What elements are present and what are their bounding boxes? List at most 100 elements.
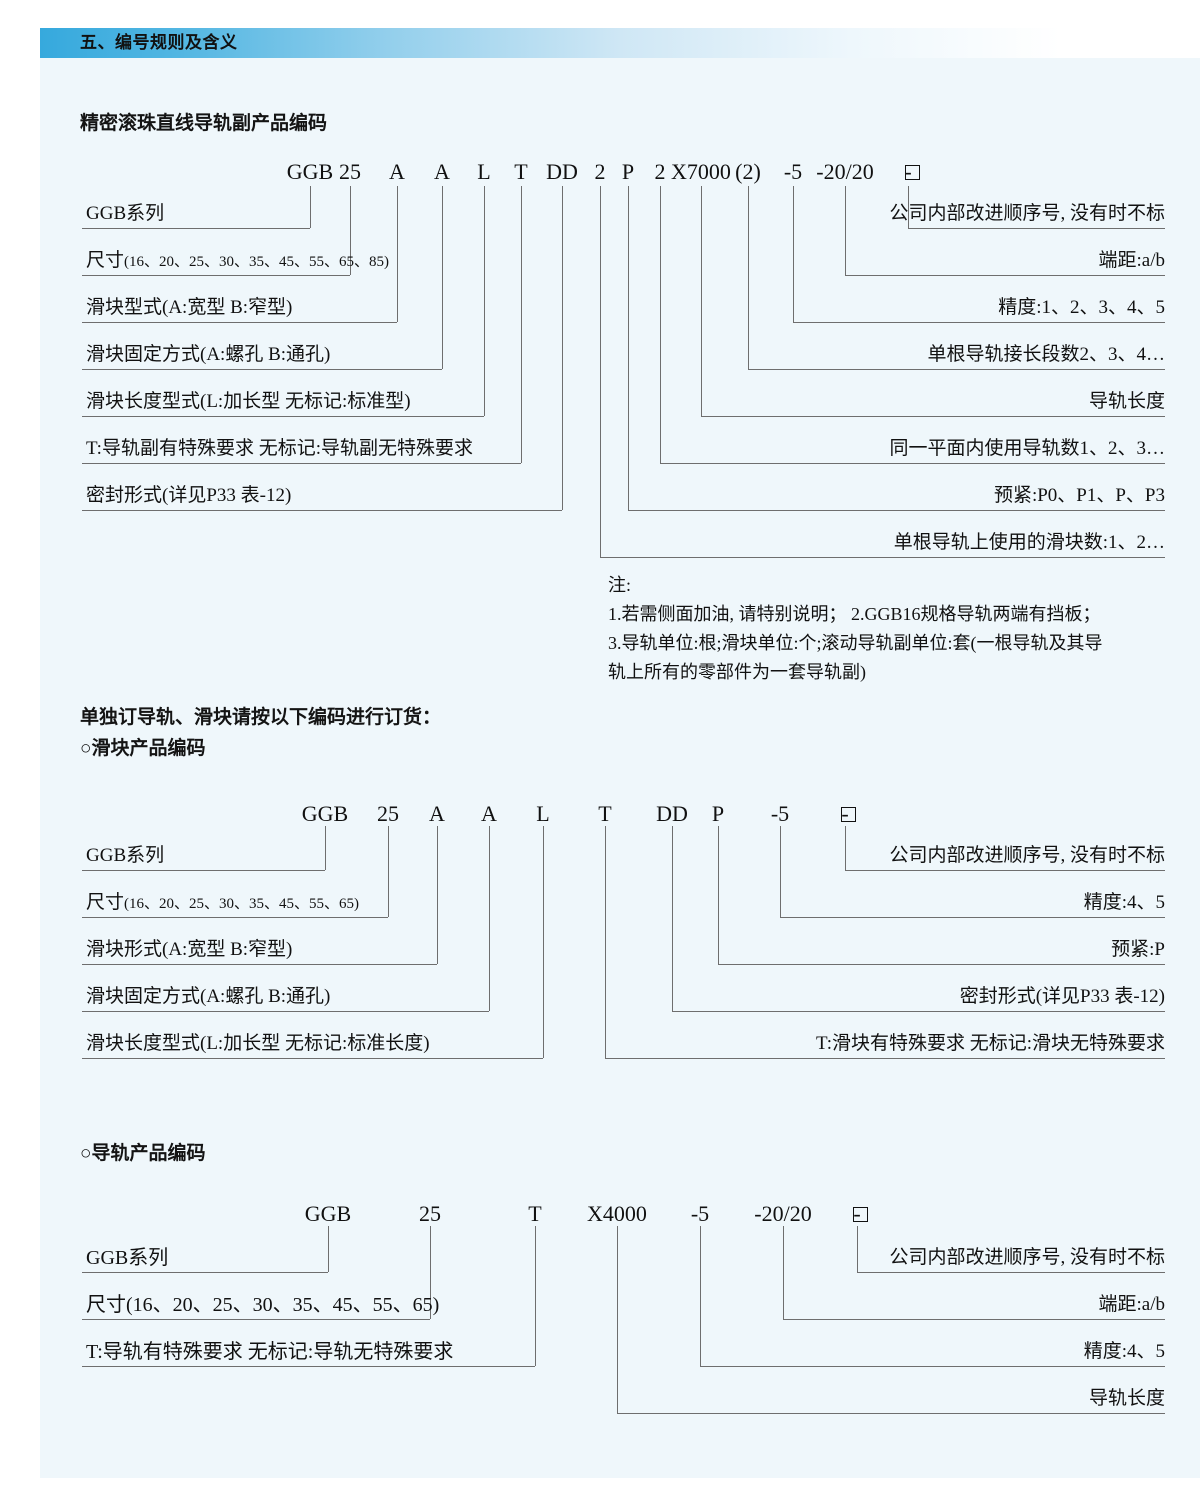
code-meaning-label: 端距:a/b xyxy=(1098,1294,1166,1315)
leader-hline xyxy=(82,917,388,918)
leader-hline xyxy=(82,416,484,417)
leader-vline xyxy=(562,186,563,510)
code-segment: DD xyxy=(546,159,578,184)
leader-hline xyxy=(845,275,1165,276)
leader-vline xyxy=(701,186,702,416)
section-3-heading-sub: ○导轨产品编码 xyxy=(80,1143,206,1164)
code-segment: X4000 xyxy=(587,1201,647,1226)
leader-vline xyxy=(328,1226,329,1272)
code-meaning-label: 滑块型式(A:宽型 B:窄型) xyxy=(86,297,293,318)
leader-hline xyxy=(82,322,397,323)
code-meaning-label: 公司内部改进顺序号, 没有时不标 xyxy=(889,845,1165,866)
code-meaning-label: 导轨长度 xyxy=(1088,1388,1165,1409)
code-meaning-label: 精度:4、5 xyxy=(1083,1341,1165,1362)
leader-vline xyxy=(908,186,909,228)
leader-vline xyxy=(748,186,749,369)
code-meaning-label: GGB系列 xyxy=(86,1247,169,1269)
code-segment: -5 xyxy=(690,1201,710,1226)
leader-vline xyxy=(600,186,601,557)
code-meaning-label: 尺寸(16、20、25、30、35、45、55、65、85) xyxy=(86,250,390,271)
code-meaning-label: 预紧:P xyxy=(1111,939,1165,960)
code-meaning-label: 公司内部改进顺序号, 没有时不标 xyxy=(889,1247,1165,1268)
code-meaning-label: 精度:1、2、3、4、5 xyxy=(998,297,1165,318)
note-line-1: 1.若需侧面加油, 请特别说明； 2.GGB16规格导轨两端有挡板； xyxy=(608,604,1101,624)
code-meaning-label: 尺寸(16、20、25、30、35、45、55、65) xyxy=(86,1294,440,1316)
code-meaning-label: T:滑块有特殊要求 无标记:滑块无特殊要求 xyxy=(816,1033,1165,1054)
code-meaning-label: T:导轨有特殊要求 无标记:导轨无特殊要求 xyxy=(86,1341,454,1363)
leader-hline xyxy=(908,228,1165,229)
leader-vline xyxy=(672,826,673,1011)
note-line-3: 轨上所有的零部件为一套导轨副) xyxy=(608,662,866,682)
leader-vline xyxy=(845,186,846,275)
code-meaning-label: 滑块固定方式(A:螺孔 B:通孔) xyxy=(86,344,331,365)
code-segment: 25 xyxy=(339,159,361,184)
code-segment: 25 xyxy=(419,1201,441,1226)
code-meaning-label: 单根导轨接长段数2、3、4… xyxy=(927,344,1165,365)
leader-vline xyxy=(535,1226,536,1366)
leader-vline xyxy=(793,186,794,322)
leader-vline xyxy=(780,826,781,917)
leader-vline xyxy=(489,826,490,1011)
code-meaning-label: 公司内部改进顺序号, 没有时不标 xyxy=(889,203,1165,224)
page-title: 五、编号规则及含义 xyxy=(80,33,238,52)
leader-vline xyxy=(430,1226,431,1319)
code-meaning-label: 导轨长度 xyxy=(1088,391,1165,412)
code-segment: GGB xyxy=(301,801,349,826)
leader-hline xyxy=(748,369,1165,370)
leader-vline xyxy=(543,826,544,1058)
leader-hline xyxy=(700,1366,1165,1367)
section-1-heading: 精密滚珠直线导轨副产品编码 xyxy=(80,113,328,134)
leader-hline xyxy=(845,870,1165,871)
code-meaning-label: GGB系列 xyxy=(86,203,165,224)
code-segment: T xyxy=(598,801,612,826)
leader-hline xyxy=(82,1272,328,1273)
leader-hline xyxy=(780,917,1165,918)
leader-vline xyxy=(437,826,438,964)
code-meaning-label: 滑块固定方式(A:螺孔 B:通孔) xyxy=(86,986,331,1007)
code-segment: A xyxy=(429,801,445,826)
note-line-2: 3.导轨单位:根;滑块单位:个;滚动导轨副单位:套(一根导轨及其导 xyxy=(608,633,1103,653)
code-segment: 2 xyxy=(654,159,666,184)
code-segment: A xyxy=(434,159,450,184)
code-segment: P xyxy=(711,801,725,826)
leader-hline xyxy=(701,416,1165,417)
leader-hline xyxy=(82,275,350,276)
leader-hline xyxy=(628,510,1165,511)
code-meaning-label: 单根导轨上使用的滑块数:1、2… xyxy=(893,532,1165,553)
leader-hline xyxy=(600,557,1165,558)
leader-vline xyxy=(857,1226,858,1272)
leader-vline xyxy=(605,826,606,1058)
leader-vline xyxy=(845,826,846,870)
leader-vline xyxy=(397,186,398,322)
leader-hline xyxy=(617,1413,1165,1414)
leader-vline xyxy=(388,826,389,917)
code-segment: X7000 xyxy=(671,159,731,184)
code-meaning-label: T:导轨副有特殊要求 无标记:导轨副无特殊要求 xyxy=(86,438,473,459)
leader-vline xyxy=(442,186,443,369)
leader-vline xyxy=(783,1226,784,1319)
leader-vline xyxy=(718,826,719,964)
code-segment: GGB xyxy=(286,159,334,184)
code-meaning-label: 滑块长度型式(L:加长型 无标记:标准型) xyxy=(86,391,411,412)
section-2-heading-sub: ○滑块产品编码 xyxy=(80,738,206,759)
leader-hline xyxy=(82,1011,489,1012)
code-meaning-label: 精度:4、5 xyxy=(1083,892,1165,913)
code-meaning-label: 尺寸(16、20、25、30、35、45、55、65) xyxy=(86,892,360,913)
leader-hline xyxy=(605,1058,1165,1059)
leader-vline xyxy=(617,1226,618,1413)
code-square-placeholder xyxy=(853,1207,868,1222)
leader-hline xyxy=(82,369,442,370)
code-meaning-label: GGB系列 xyxy=(86,845,165,866)
code-meaning-label: 滑块长度型式(L:加长型 无标记:标准长度) xyxy=(86,1033,430,1054)
code-segment: T xyxy=(528,1201,542,1226)
code-segment: DD xyxy=(656,801,688,826)
code-meaning-label: 端距:a/b xyxy=(1098,250,1166,271)
leader-vline xyxy=(660,186,661,463)
code-square-placeholder xyxy=(841,807,856,822)
code-segment: -20/20 xyxy=(754,1201,812,1226)
code-segment: - xyxy=(904,159,912,184)
leader-hline xyxy=(82,510,562,511)
code-segment: L xyxy=(536,801,550,826)
leader-hline xyxy=(82,228,310,229)
